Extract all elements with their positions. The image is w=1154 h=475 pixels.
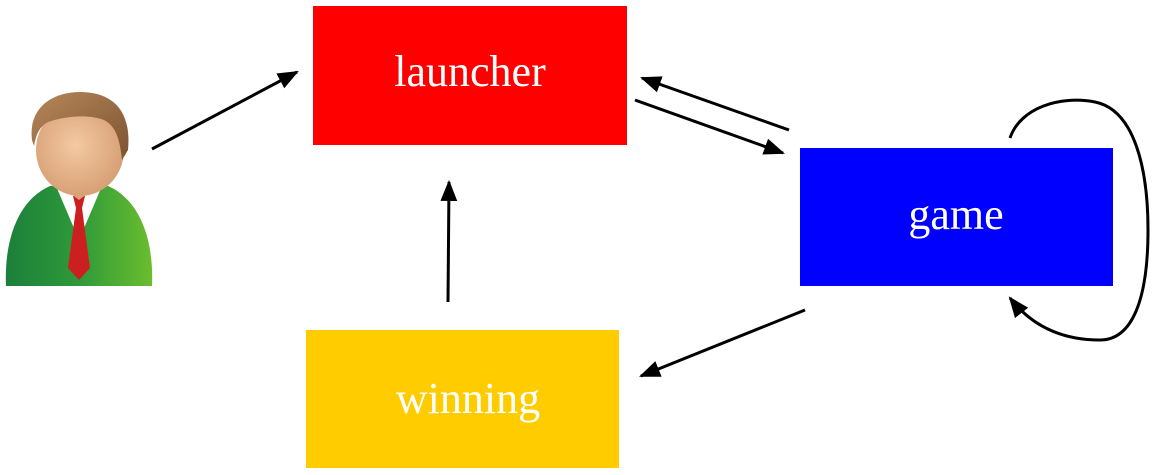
winning-box [306, 330, 619, 468]
arrow-winning-to-launcher [440, 179, 458, 303]
user-hair [31, 92, 129, 160]
user-tie [68, 196, 90, 280]
arrow-user-to-launcher [151, 70, 299, 151]
arrow-game-to-launcher [640, 76, 790, 132]
launcher-label: launcher [394, 47, 546, 96]
user-person-icon [5, 92, 153, 286]
arrow-game-to-winning [639, 308, 806, 378]
arrow-launcher-to-game [634, 98, 785, 155]
launcher-box [313, 6, 627, 145]
winning-label: winning [396, 374, 540, 423]
user-face [36, 104, 124, 196]
node-winning[interactable]: winning [306, 330, 619, 468]
arrow-game-self-loop [1008, 98, 1150, 342]
node-game[interactable]: game [800, 148, 1113, 286]
game-box [800, 148, 1113, 286]
node-launcher[interactable]: launcher [313, 6, 627, 145]
game-label: game [908, 190, 1003, 239]
